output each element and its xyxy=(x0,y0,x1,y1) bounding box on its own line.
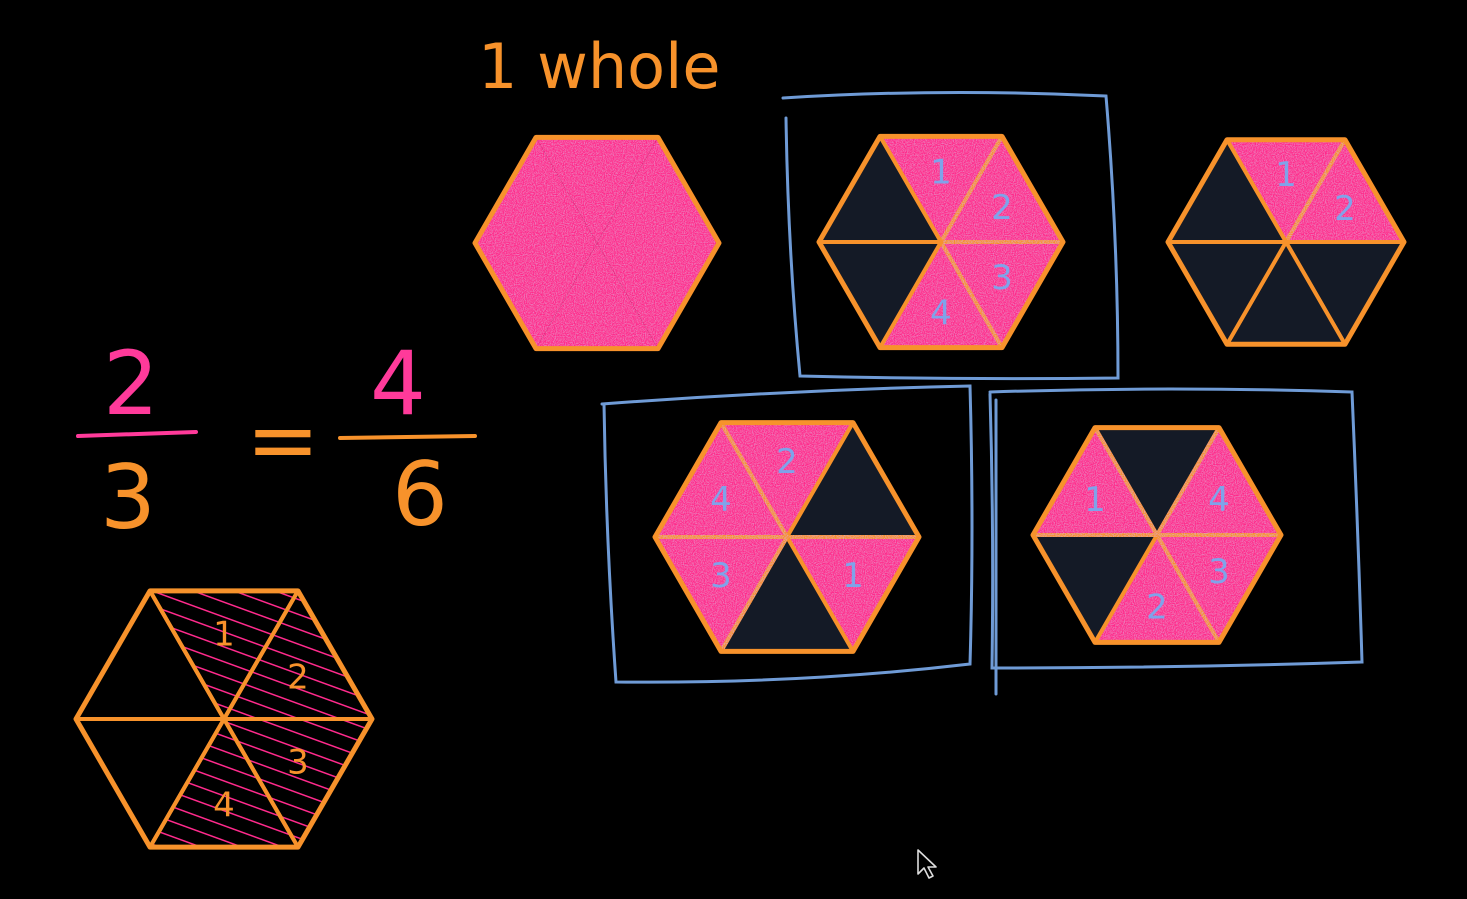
shaded-piece xyxy=(536,137,658,243)
piece-number-label: 1 xyxy=(1275,155,1297,195)
hexagon-outline xyxy=(652,420,922,654)
pointer-cursor-icon xyxy=(917,849,937,879)
piece-number-label: 1 xyxy=(1084,480,1106,520)
hexagon-whole xyxy=(472,134,722,352)
hexagon-outline xyxy=(816,133,1066,351)
left-denominator: 3 xyxy=(100,446,156,549)
shaded-piece xyxy=(597,137,719,243)
right-denominator: 6 xyxy=(392,443,448,546)
shaded-piece xyxy=(475,243,597,349)
frame-bottom-left xyxy=(600,384,974,684)
piece-number-label: 1 xyxy=(213,615,235,655)
frame-bottom-right xyxy=(988,387,1364,696)
piece-number-label: 4 xyxy=(1208,480,1230,520)
piece-number-label: 4 xyxy=(930,293,952,333)
piece-number-label: 2 xyxy=(1146,588,1168,628)
piece-number-label: 4 xyxy=(710,480,732,520)
hexagon-outline xyxy=(472,134,722,352)
frame-top xyxy=(781,90,1120,381)
piece-number-label: 3 xyxy=(287,743,309,783)
piece-number-label: 3 xyxy=(991,258,1013,298)
hexagon-framed-bottom-right: 1 23 4 xyxy=(1030,425,1284,645)
hexagon-outline xyxy=(1030,425,1284,645)
hexagon-top-right: 12 xyxy=(1165,137,1407,347)
piece-number-label: 2 xyxy=(287,657,309,697)
left-fraction-bar xyxy=(76,430,198,438)
left-numerator: 2 xyxy=(103,332,159,435)
piece-number-label: 1 xyxy=(842,556,864,596)
piece-number-label: 1 xyxy=(930,153,952,193)
shaded-piece xyxy=(475,137,597,243)
piece-number-label: 4 xyxy=(213,785,235,825)
hexagon-framed-bottom-left: 3 4 2 1 xyxy=(652,420,922,654)
piece-number-label: 2 xyxy=(1334,189,1356,229)
piece-number-label: 3 xyxy=(710,556,732,596)
frames xyxy=(600,90,1364,696)
shaded-piece xyxy=(536,243,658,349)
heading-one-whole: 1 whole xyxy=(478,30,720,103)
hexagon-outline xyxy=(1165,137,1407,347)
shaded-piece xyxy=(597,243,719,349)
equals-sign: = xyxy=(246,388,320,491)
right-fraction-bar xyxy=(338,434,477,440)
hexagon-outline xyxy=(73,588,375,850)
piece-number-label: 2 xyxy=(776,442,798,482)
fraction-equation: 2 3 = 4 6 xyxy=(76,332,477,549)
piece-number-label: 2 xyxy=(991,188,1013,228)
right-numerator: 4 xyxy=(370,332,426,435)
piece-number-label: 3 xyxy=(1208,552,1230,592)
hexagon-framed-top: 12 34 xyxy=(816,133,1066,351)
hexagon-sketch: 1 2 3 4 xyxy=(73,588,375,850)
